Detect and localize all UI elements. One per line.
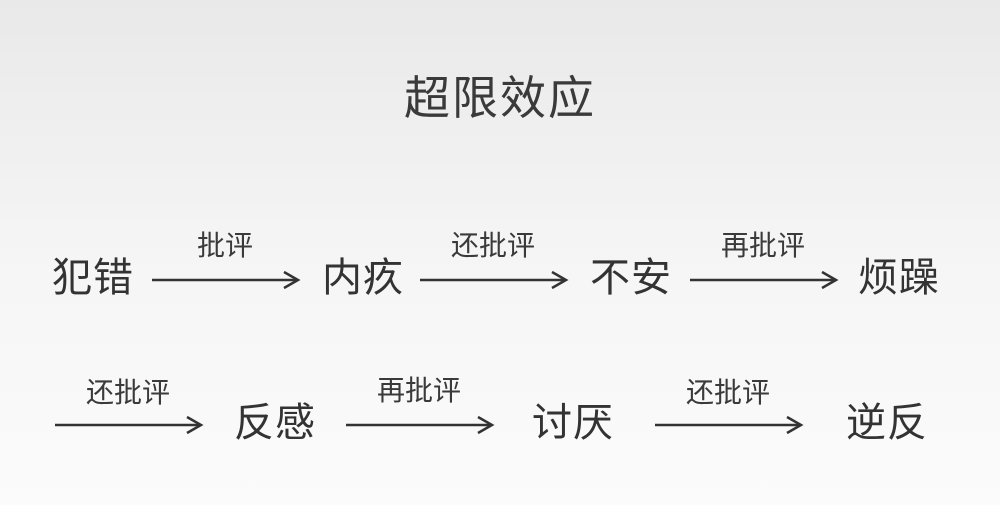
node-fancuo: 犯错 — [52, 255, 134, 301]
arrow-label-3: 再批评 — [720, 229, 805, 262]
arrow-6 — [655, 415, 804, 435]
arrow-5 — [346, 415, 495, 435]
arrow-3 — [690, 270, 839, 290]
arrow-2 — [420, 270, 569, 290]
arrow-label-5: 再批评 — [376, 374, 461, 407]
node-nifan: 逆反 — [846, 400, 928, 446]
arrow-label-6: 还批评 — [685, 376, 770, 409]
arrow-label-2: 还批评 — [450, 229, 535, 262]
arrow-4 — [55, 415, 204, 435]
arrow-label-4: 还批评 — [85, 376, 170, 409]
arrow-label-1: 批评 — [196, 229, 253, 262]
node-buan: 不安 — [590, 255, 672, 301]
node-fangan: 反感 — [234, 400, 316, 446]
node-fanzao: 烦躁 — [858, 255, 940, 301]
diagram-title: 超限效应 — [404, 71, 596, 125]
node-neijiu: 内疚 — [322, 255, 404, 301]
node-taoyan: 讨厌 — [532, 400, 614, 446]
arrow-1 — [152, 270, 301, 290]
